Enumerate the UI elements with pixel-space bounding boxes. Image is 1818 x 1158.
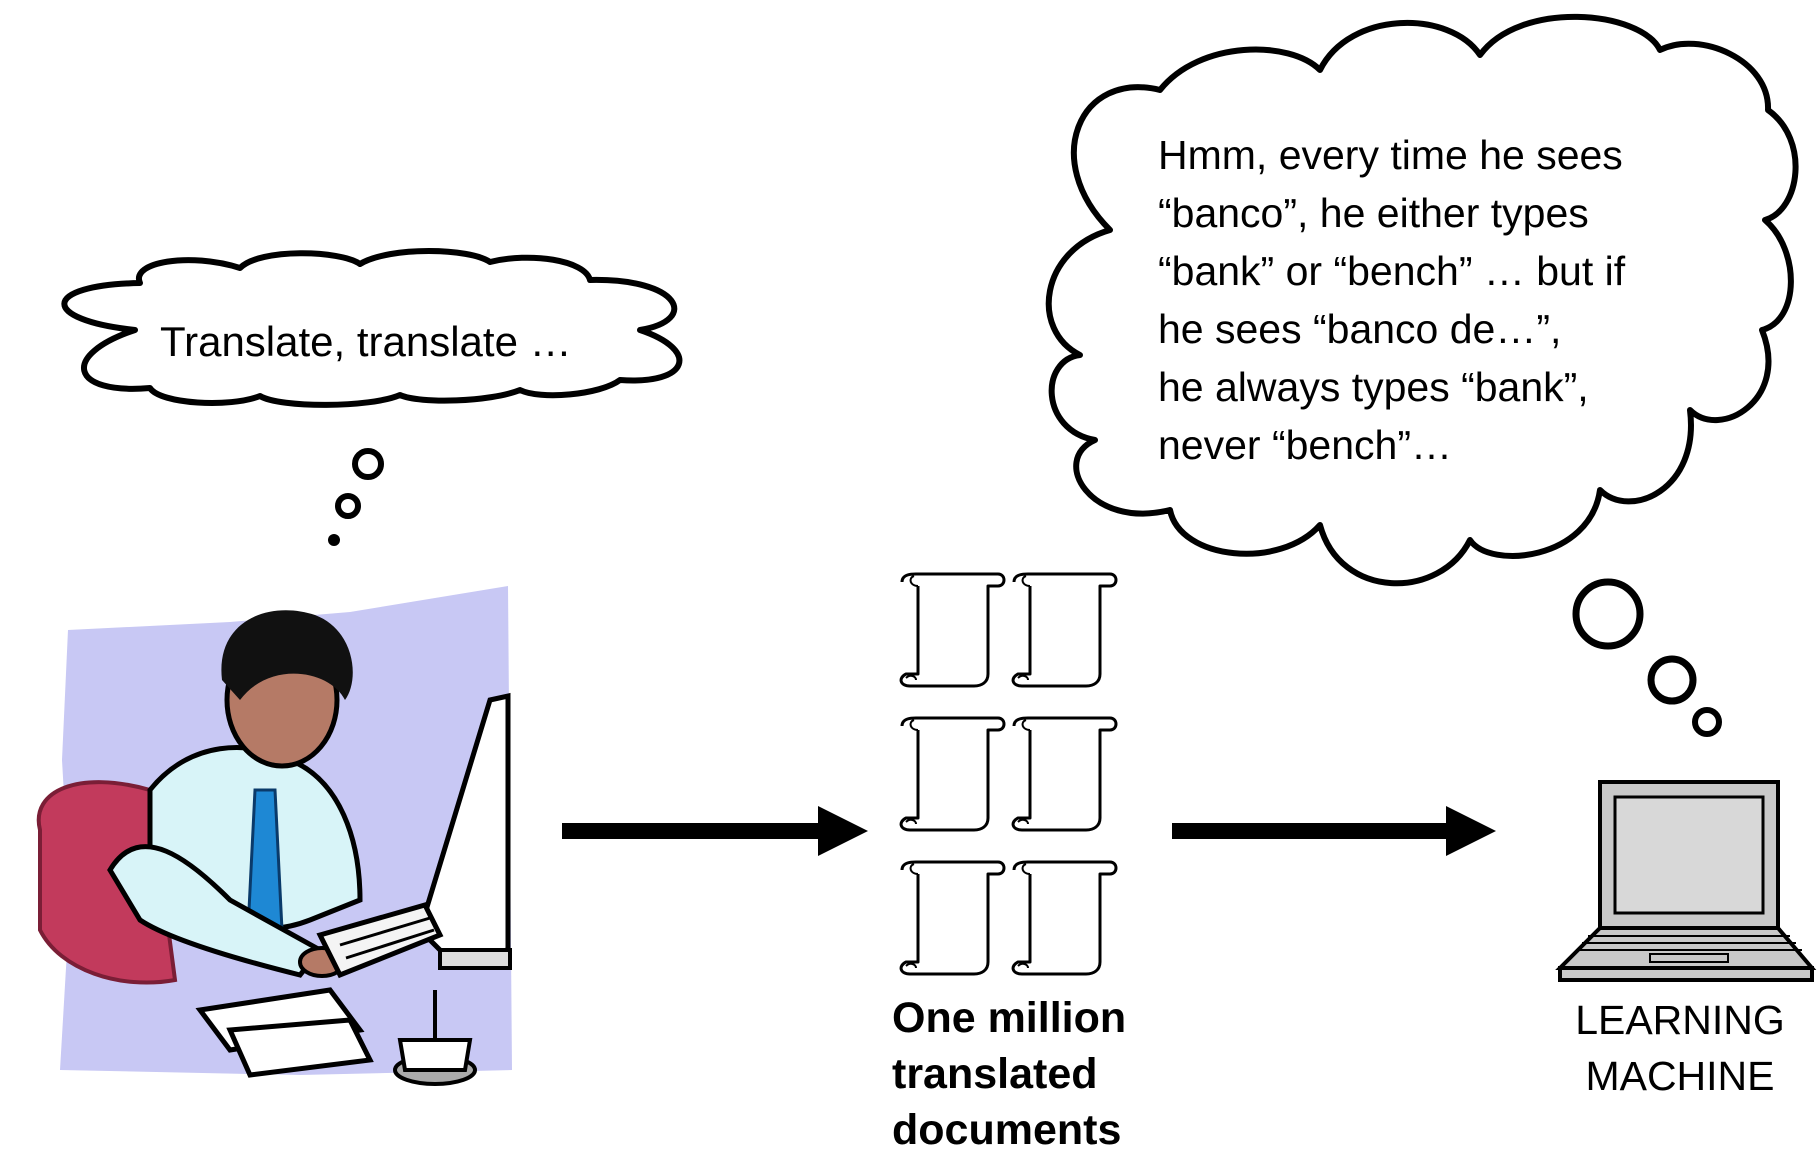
machine-thought-bubbles <box>1572 578 1722 737</box>
scroll-document-icon <box>899 716 1006 832</box>
scroll-document-icon <box>1011 572 1118 688</box>
machine-thought-line: “bank” or “bench” … but if <box>1158 248 1626 294</box>
machine-thought-line: Hmm, every time he sees <box>1158 132 1623 178</box>
machine-thought-line: “banco”, he either types <box>1158 190 1589 236</box>
documents-label-line: One million <box>892 994 1127 1042</box>
scroll-document-icon <box>1011 716 1118 832</box>
arrow-to-machine <box>1172 806 1496 856</box>
documents-label-line: translated <box>892 1050 1098 1098</box>
translator-thought-bubbles <box>328 448 384 546</box>
laptop-icon <box>1555 780 1817 982</box>
translator-thought-cloud <box>61 248 683 408</box>
translator-at-desk-icon <box>36 586 512 1086</box>
documents-label: One million translated documents <box>892 990 1126 1158</box>
machine-thought-line: never “bench”… <box>1158 422 1452 468</box>
machine-thought-text: Hmm, every time he sees “banco”, he eith… <box>1158 126 1625 474</box>
scroll-document-icon <box>1011 860 1118 976</box>
scroll-document-icon <box>899 860 1006 976</box>
machine-thought-line: he always types “bank”, <box>1158 364 1589 410</box>
machine-thought-line: he sees “banco de…”, <box>1158 306 1562 352</box>
translator-thought-text: Translate, translate … <box>160 318 572 365</box>
machine-label-line: MACHINE <box>1585 1053 1775 1099</box>
machine-label: LEARNING MACHINE <box>1560 992 1800 1104</box>
documents-grid <box>899 572 1118 976</box>
machine-thought-cloud <box>1045 13 1799 587</box>
machine-label-line: LEARNING <box>1575 997 1785 1043</box>
scroll-document-icon <box>899 572 1006 688</box>
documents-label-line: documents <box>892 1106 1122 1154</box>
arrow-to-documents <box>562 806 868 856</box>
